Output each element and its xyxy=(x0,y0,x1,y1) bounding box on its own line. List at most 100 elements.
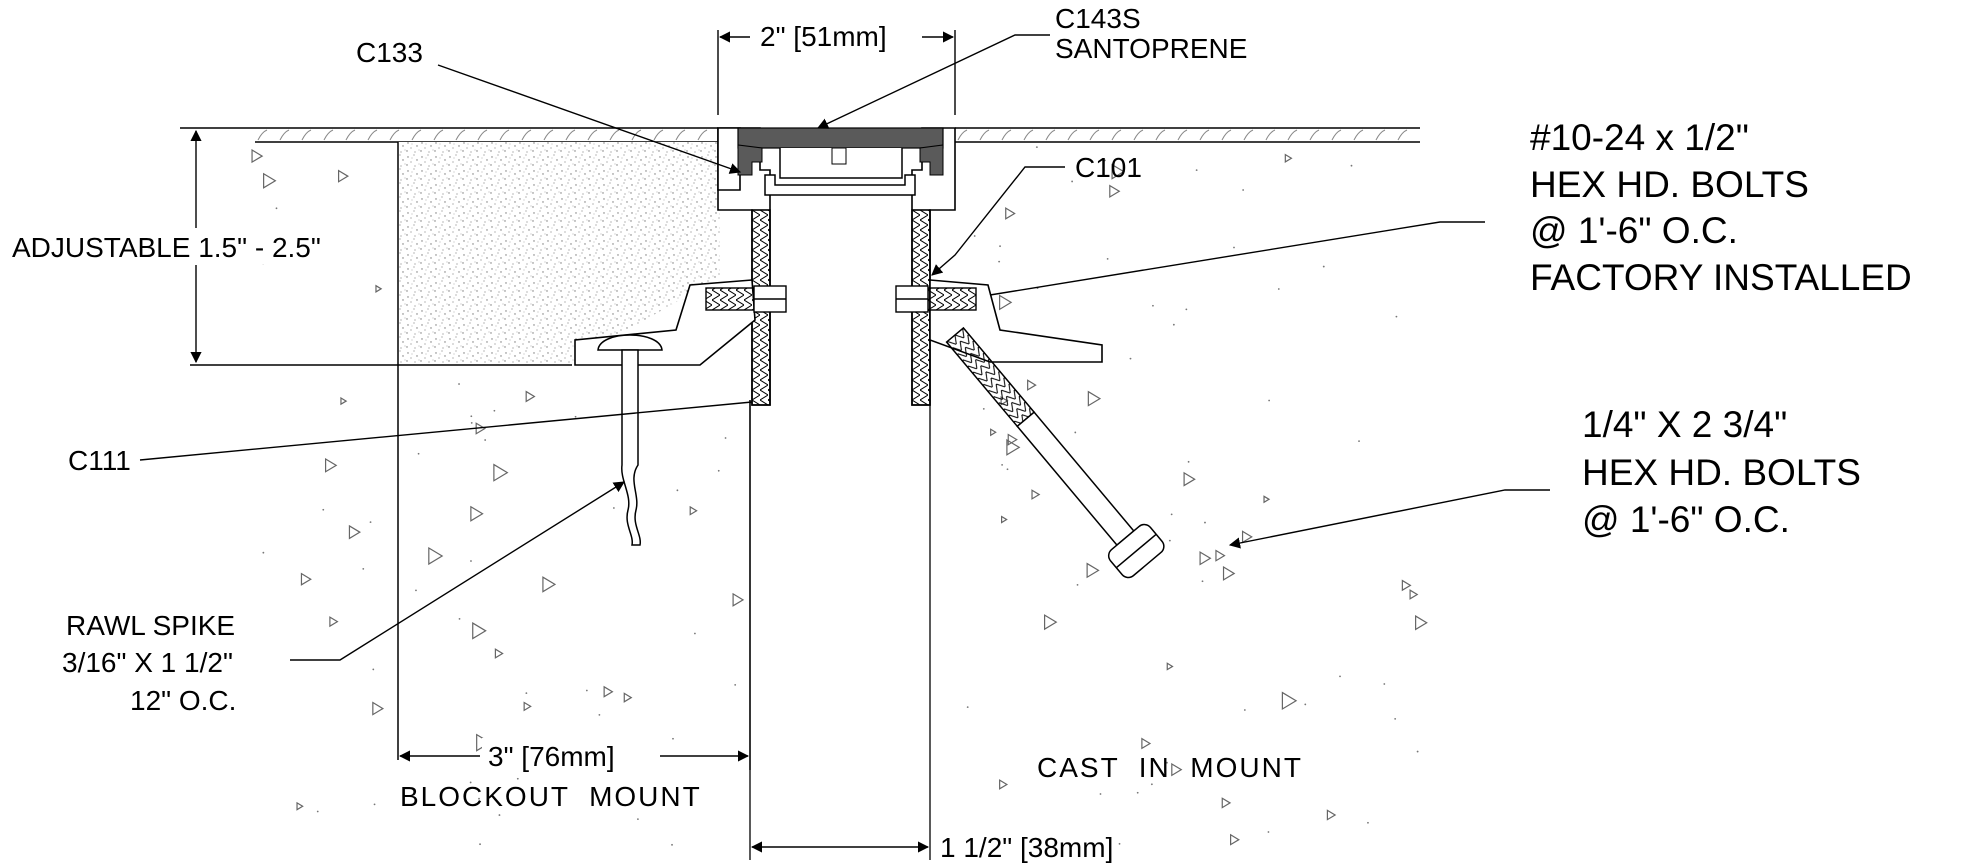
aggregate-triangle xyxy=(494,648,504,659)
aggregate-dot xyxy=(1395,315,1398,318)
aggregate-triangle xyxy=(523,701,532,712)
aggregate-dot xyxy=(982,407,985,410)
aggregate-triangle xyxy=(1007,433,1018,446)
aggregate-triangle xyxy=(1166,662,1174,671)
dim-gap-label: 1 1/2" [38mm] xyxy=(940,832,1113,863)
small-bolt-line-4: FACTORY INSTALLED xyxy=(1530,257,1912,298)
aggregate-dot xyxy=(1106,258,1109,260)
aggregate-triangle xyxy=(1263,495,1271,504)
aggregate-triangle xyxy=(1281,691,1298,711)
dim-top xyxy=(717,30,956,115)
aggregate-triangle xyxy=(1401,579,1412,592)
aggregate-dot xyxy=(1416,750,1419,753)
aggregate-triangle xyxy=(732,592,745,607)
aggregate-dot xyxy=(498,814,501,816)
aggregate-dot xyxy=(1170,513,1173,516)
aggregate-triangle xyxy=(337,169,350,183)
aggregate-triangle xyxy=(1326,809,1337,821)
deck-hatch-stroke xyxy=(609,129,620,141)
c101-label: C101 xyxy=(1075,152,1142,183)
aggregate-triangle xyxy=(1109,184,1121,199)
aggregate-dot xyxy=(598,714,601,716)
aggregate-dot xyxy=(998,260,1001,263)
aggregate-dot xyxy=(470,415,473,418)
aggregate-dot xyxy=(1074,431,1077,434)
aggregate-dot xyxy=(612,507,615,509)
aggregate-dot xyxy=(585,689,588,692)
aggregate-dot xyxy=(1243,709,1246,711)
large-bolt-line-3: @ 1'-6" O.C. xyxy=(1582,499,1790,540)
aggregate-dot xyxy=(1367,821,1369,824)
deck-hatch-stroke xyxy=(1375,129,1386,141)
aggregate-triangle xyxy=(428,546,444,566)
c143s-label: C143S xyxy=(1055,3,1141,34)
aggregate-triangle xyxy=(1031,489,1041,500)
aggregate-dot xyxy=(316,810,319,813)
aggregate-triangle xyxy=(1027,379,1037,391)
small-bolt-line-1: #10-24 x 1/2" xyxy=(1530,117,1749,158)
aggregate-dot xyxy=(1339,675,1341,678)
deck-hatch-stroke xyxy=(1397,129,1408,141)
aggregate-triangle xyxy=(300,572,312,586)
aggregate-dot xyxy=(469,781,472,784)
aggregate-triangle xyxy=(470,505,484,522)
aggregate-dot xyxy=(1277,288,1280,290)
cast-in-mount-label: CAST IN MOUNT xyxy=(1037,752,1303,783)
deck-hatch-stroke xyxy=(1133,129,1144,141)
aggregate-dot xyxy=(262,551,265,554)
blockout-nosing-material xyxy=(398,142,570,365)
aggregate-dot xyxy=(479,843,481,846)
aggregate-triangle xyxy=(375,284,383,293)
aggregate-dot xyxy=(1001,463,1003,466)
aggregate-dot xyxy=(1195,169,1198,172)
aggregate-dot xyxy=(1383,683,1386,685)
deck-hatch-stroke xyxy=(1111,129,1122,141)
aggregate-triangle xyxy=(324,457,338,473)
aggregate-triangle xyxy=(340,396,348,406)
deck-hatch-stroke xyxy=(433,129,444,141)
aggregate-triangle xyxy=(623,692,633,703)
deck-hatch-stroke xyxy=(957,129,968,141)
deck-hatch-stroke xyxy=(521,129,532,141)
deck-hatch-stroke xyxy=(1045,129,1056,141)
aggregate-dot xyxy=(724,437,727,439)
deck-hatch xyxy=(257,129,1408,141)
large-bolt-line-1: 1/4" X 2 3/4" xyxy=(1582,404,1787,445)
deck-hatch-stroke xyxy=(1001,129,1012,141)
aggregate-dot xyxy=(362,568,365,570)
aggregate-triangle xyxy=(1171,762,1183,777)
deck-hatch-stroke xyxy=(675,129,686,141)
aggregate-triangle xyxy=(1284,153,1293,163)
small-bolt-line-2: HEX HD. BOLTS xyxy=(1530,164,1809,205)
aggregate-dot xyxy=(1150,783,1153,786)
aggregate-dot xyxy=(1168,539,1171,542)
aggregate-dot xyxy=(672,737,674,740)
aggregate-triangle xyxy=(1087,390,1102,407)
deck-hatch-stroke xyxy=(477,129,488,141)
adjustable-label: ADJUSTABLE 1.5" - 2.5" xyxy=(12,232,321,263)
small-bolt-left xyxy=(705,285,787,313)
deck-hatch-stroke xyxy=(411,129,422,141)
deck-hatch-stroke xyxy=(565,129,576,141)
aggregate-dot xyxy=(1242,189,1245,191)
dim-adjustable xyxy=(180,127,255,364)
aggregate-dot xyxy=(373,803,376,806)
aggregate-dot xyxy=(470,560,472,562)
blockout-nosing-material-lower xyxy=(570,142,720,365)
aggregate-triangle xyxy=(1199,551,1212,566)
deck-hatch-stroke xyxy=(1177,129,1188,141)
aggregate-triangle xyxy=(296,801,304,811)
aggregate-dot xyxy=(372,668,375,671)
aggregate-triangle xyxy=(1006,438,1021,456)
aggregate-triangle xyxy=(689,505,698,516)
deck-hatch-stroke xyxy=(345,129,356,141)
aggregate-dot xyxy=(470,422,473,424)
aggregate-dot xyxy=(525,692,528,695)
aggregate-dot xyxy=(676,489,679,492)
deck-hatch-stroke xyxy=(1265,129,1276,141)
aggregate-dot xyxy=(1268,399,1271,402)
aggregate-dot xyxy=(415,589,417,592)
c133-label: C133 xyxy=(356,37,423,68)
aggregate-triangle xyxy=(1230,833,1240,846)
annotations: 2" [51mm] C143S SANTOPRENE C133 C101 ADJ… xyxy=(8,3,1912,863)
